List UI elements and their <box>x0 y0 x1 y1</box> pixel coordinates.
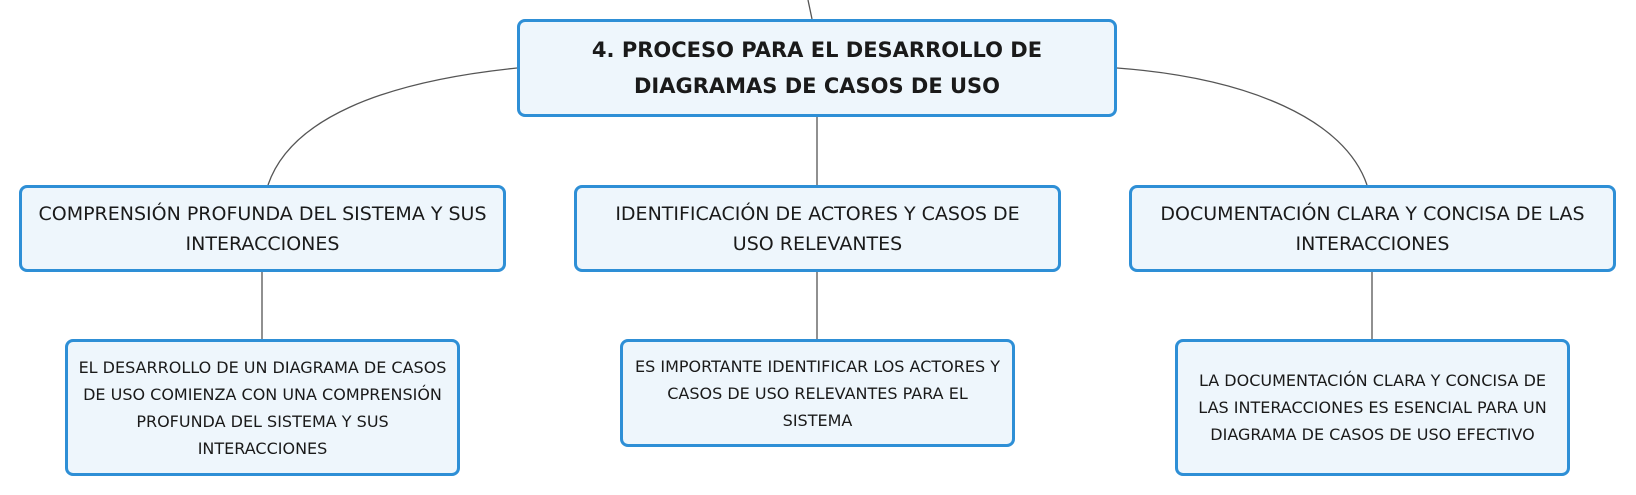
detail-node-text: LA DOCUMENTACIÓN CLARA Y CONCISA DE LAS … <box>1198 371 1547 444</box>
branch-node-documentacion[interactable]: DOCUMENTACIÓN CLARA Y CONCISA DE LAS INT… <box>1129 185 1616 272</box>
detail-node-text: EL DESARROLLO DE UN DIAGRAMA DE CASOS DE… <box>78 357 447 458</box>
connector-from-parent <box>807 0 813 20</box>
root-node[interactable]: 4. PROCESO PARA EL DESARROLLO DE DIAGRAM… <box>517 19 1117 117</box>
branch-node-label: DOCUMENTACIÓN CLARA Y CONCISA DE LAS INT… <box>1160 202 1585 255</box>
branch-node-identificacion[interactable]: IDENTIFICACIÓN DE ACTORES Y CASOS DE USO… <box>574 185 1061 272</box>
connector-root-to-branch-3 <box>1116 67 1368 186</box>
detail-node-documentacion[interactable]: LA DOCUMENTACIÓN CLARA Y CONCISA DE LAS … <box>1175 339 1570 476</box>
branch-node-label: COMPRENSIÓN PROFUNDA DEL SISTEMA Y SUS I… <box>38 202 487 255</box>
detail-node-identificacion[interactable]: ES IMPORTANTE IDENTIFICAR LOS ACTORES Y … <box>620 339 1015 447</box>
detail-node-comprension[interactable]: EL DESARROLLO DE UN DIAGRAMA DE CASOS DE… <box>65 339 460 476</box>
branch-node-label: IDENTIFICACIÓN DE ACTORES Y CASOS DE USO… <box>615 202 1020 255</box>
connector-root-to-branch-1 <box>267 67 518 186</box>
root-node-label: 4. PROCESO PARA EL DESARROLLO DE DIAGRAM… <box>591 38 1043 98</box>
detail-node-text: ES IMPORTANTE IDENTIFICAR LOS ACTORES Y … <box>635 356 1000 430</box>
branch-node-comprension[interactable]: COMPRENSIÓN PROFUNDA DEL SISTEMA Y SUS I… <box>19 185 506 272</box>
